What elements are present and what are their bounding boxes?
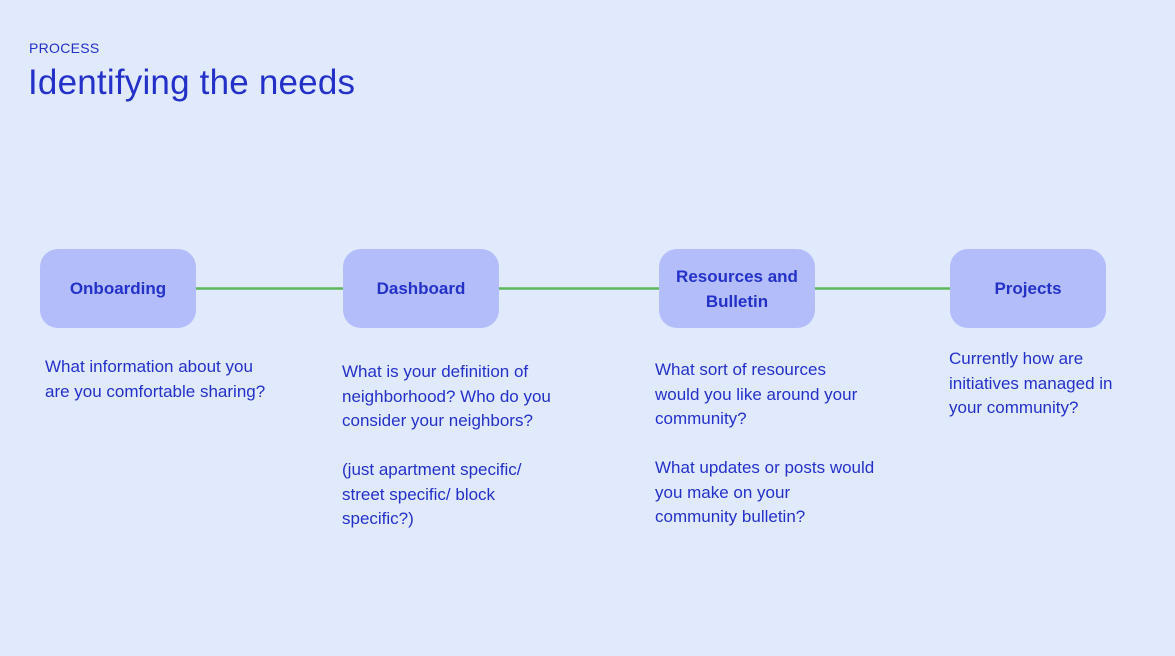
step-projects: Projects	[950, 249, 1106, 328]
question: What updates or posts would you make on …	[655, 458, 875, 526]
step-label: Dashboard	[376, 279, 466, 298]
resources-questions: What sort of resources would you like ar…	[655, 358, 875, 530]
step-dashboard: Dashboard	[343, 249, 499, 328]
step-label: Resources and Bulletin	[676, 266, 798, 311]
step-label: Projects	[994, 279, 1062, 298]
onboarding-questions: What information about you are you comfo…	[45, 355, 270, 404]
question: Currently how are initiatives managed in…	[949, 349, 1113, 417]
page-title: Identifying the needs	[28, 63, 356, 102]
dashboard-questions: What is your definition of neighborhood?…	[342, 360, 562, 532]
step-onboarding: Onboarding	[40, 249, 196, 328]
step-label: Onboarding	[69, 279, 167, 298]
question: What sort of resources would you like ar…	[655, 360, 858, 428]
question: What is your definition of neighborhood?…	[342, 362, 551, 430]
process-eyebrow: PROCESS	[29, 40, 100, 56]
projects-questions: Currently how are initiatives managed in…	[949, 347, 1134, 421]
question: (just apartment specific/ street specifi…	[342, 460, 522, 528]
step-resources-and-bulletin: Resources and Bulletin	[659, 249, 815, 328]
question: What information about you are you comfo…	[45, 357, 266, 401]
